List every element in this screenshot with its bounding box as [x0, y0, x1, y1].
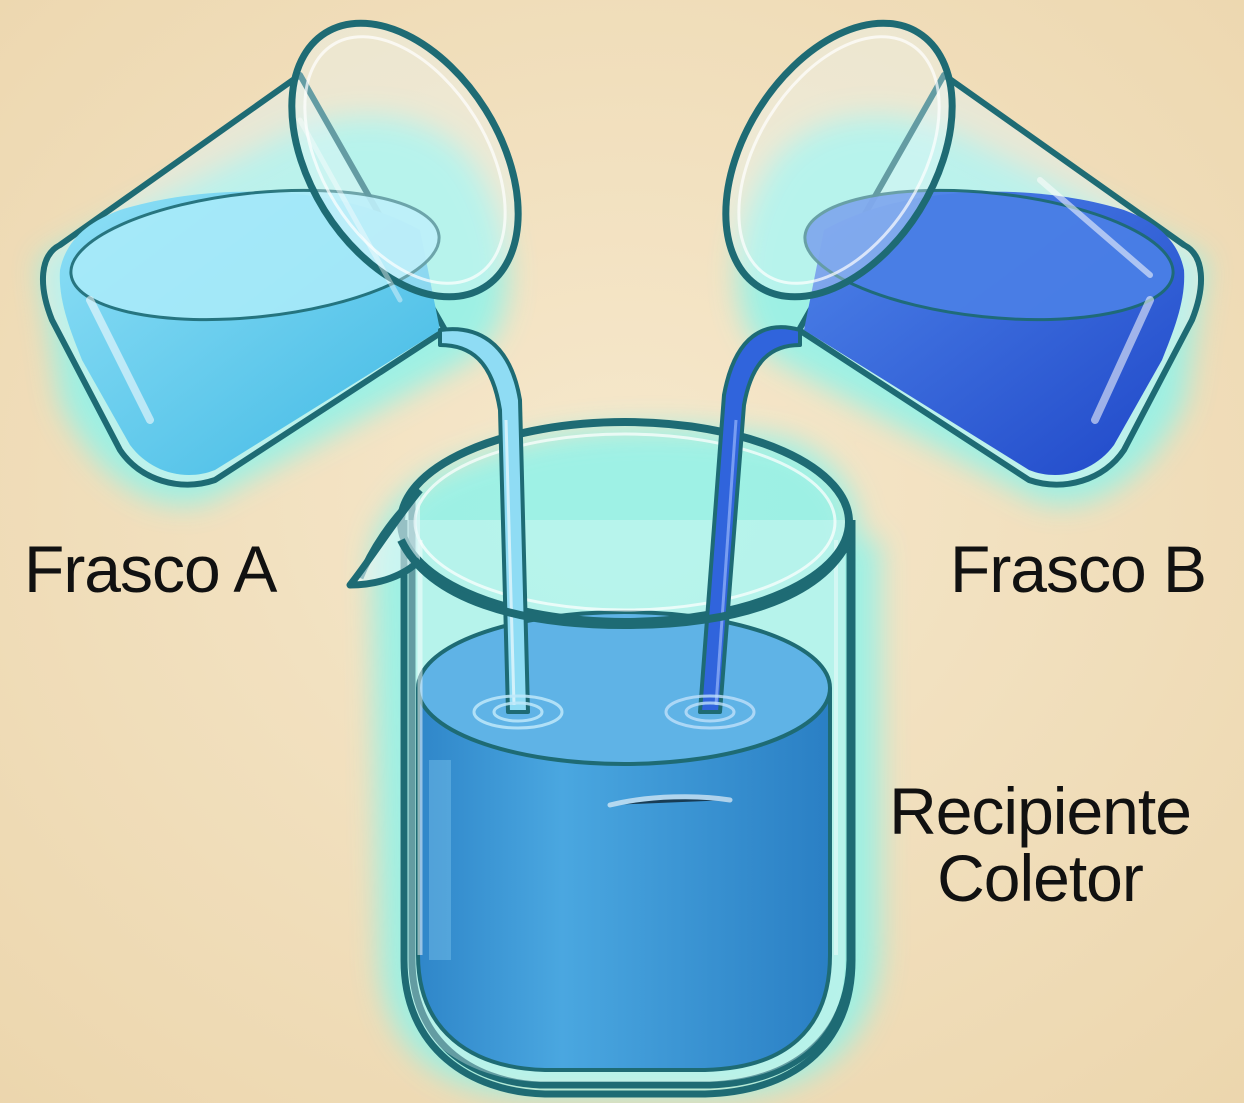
flask-a-label: Frasco A: [24, 536, 276, 602]
collector-label: Recipiente Coletor: [860, 778, 1220, 913]
collector-label-line2: Coletor: [860, 845, 1220, 912]
flask-b-label: Frasco B: [950, 536, 1206, 602]
collector-label-line1: Recipiente: [860, 778, 1220, 845]
collector-mixture-surface: [418, 612, 830, 764]
collector-beaker: [350, 422, 852, 1094]
